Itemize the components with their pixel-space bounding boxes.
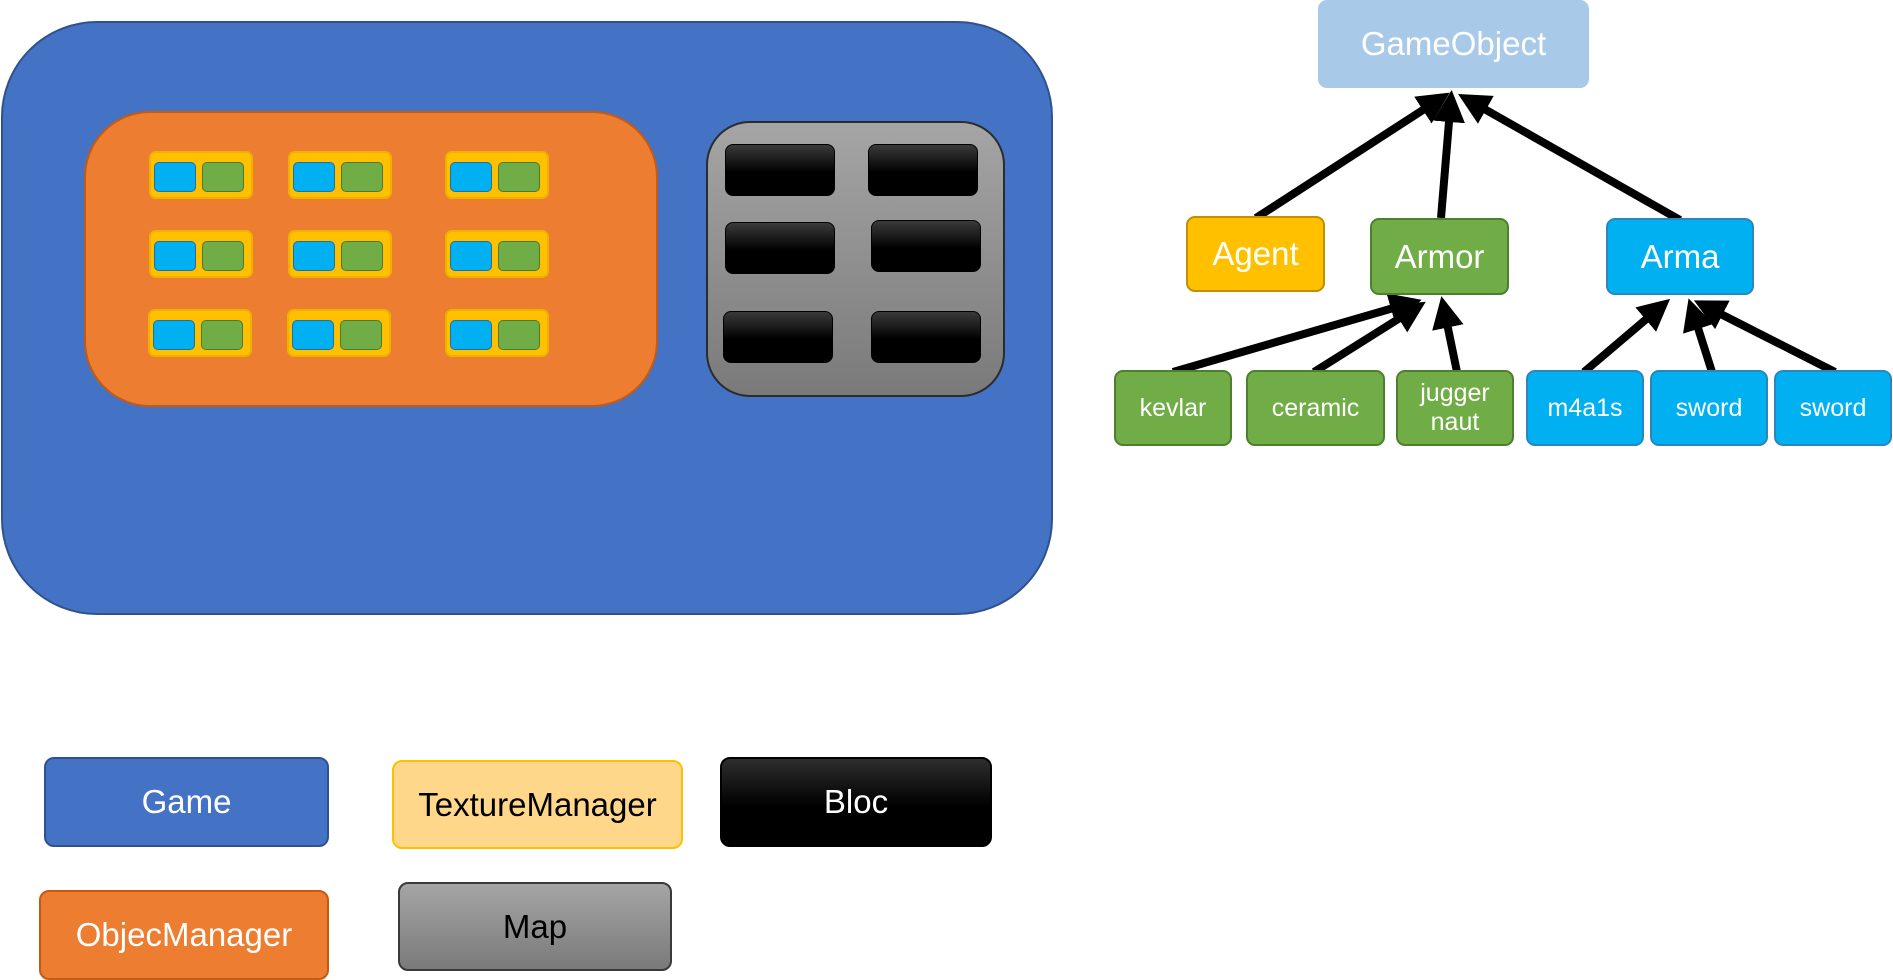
- node-kevlar: kevlar: [1114, 370, 1232, 446]
- node-agent: Agent: [1186, 216, 1325, 292]
- legend-map: Map: [398, 882, 672, 971]
- texture-manager-slot: [288, 230, 392, 278]
- map-bloc: [871, 220, 981, 272]
- texture-manager-slot: [445, 309, 549, 357]
- arrow-ceramic-to-armor: [1311, 301, 1426, 376]
- texture-slot-blue: [154, 162, 196, 192]
- arrow-sword1-to-arma: [1683, 298, 1716, 374]
- arrow-kevlar-to-armor: [1171, 293, 1422, 376]
- texture-manager-slot: [149, 230, 253, 278]
- node-gameobject: GameObject: [1318, 0, 1589, 88]
- map-bloc: [725, 222, 835, 274]
- arrow-armor-to-gameobject: [1433, 90, 1465, 219]
- texture-manager-slot: [445, 151, 549, 199]
- texture-slot-blue: [293, 162, 335, 192]
- node-sword: sword: [1774, 370, 1892, 446]
- map-bloc: [725, 144, 835, 196]
- node-arma: Arma: [1606, 218, 1754, 295]
- legend-texture-manager: TextureManager: [392, 760, 683, 849]
- texture-slot-green: [202, 241, 244, 271]
- texture-slot-green: [498, 320, 540, 350]
- arrow-juggernaut-to-armor: [1432, 296, 1464, 373]
- node-ceramic: ceramic: [1246, 370, 1385, 446]
- texture-manager-slot: [148, 309, 252, 357]
- texture-slot-green: [498, 162, 540, 192]
- node-sword: sword: [1650, 370, 1768, 446]
- map-bloc: [871, 311, 981, 363]
- texture-manager-slot: [149, 151, 253, 199]
- texture-slot-green: [498, 241, 540, 271]
- node-juggernaut-line2: naut: [1430, 408, 1480, 436]
- legend-bloc: Bloc: [720, 757, 992, 847]
- map-bloc: [723, 311, 833, 363]
- map-bloc: [868, 144, 978, 196]
- texture-slot-blue: [154, 241, 196, 271]
- texture-slot-green: [341, 241, 383, 271]
- texture-slot-blue: [450, 162, 492, 192]
- texture-slot-green: [202, 162, 244, 192]
- arrow-m4a1s-to-arma: [1581, 298, 1671, 376]
- node-juggernaut: jugger naut: [1396, 370, 1514, 446]
- texture-slot-blue: [450, 320, 492, 350]
- node-m4a1s: m4a1s: [1526, 370, 1644, 446]
- texture-slot-blue: [153, 320, 195, 350]
- arrow-arma-to-gameobject: [1458, 94, 1682, 224]
- node-armor: Armor: [1370, 218, 1509, 295]
- legend-object-manager: ObjecManager: [39, 890, 329, 980]
- texture-slot-green: [340, 320, 382, 350]
- texture-slot-blue: [292, 320, 334, 350]
- texture-slot-blue: [293, 241, 335, 271]
- texture-slot-blue: [450, 241, 492, 271]
- texture-manager-slot: [287, 309, 391, 357]
- texture-slot-green: [341, 162, 383, 192]
- node-juggernaut-line1: jugger: [1420, 379, 1490, 408]
- arrow-sword2-to-arma: [1693, 300, 1837, 376]
- legend-game: Game: [44, 757, 329, 847]
- texture-manager-slot: [445, 230, 549, 278]
- texture-slot-green: [201, 320, 243, 350]
- texture-manager-slot: [288, 151, 392, 199]
- arrow-agent-to-gameobject: [1253, 92, 1450, 222]
